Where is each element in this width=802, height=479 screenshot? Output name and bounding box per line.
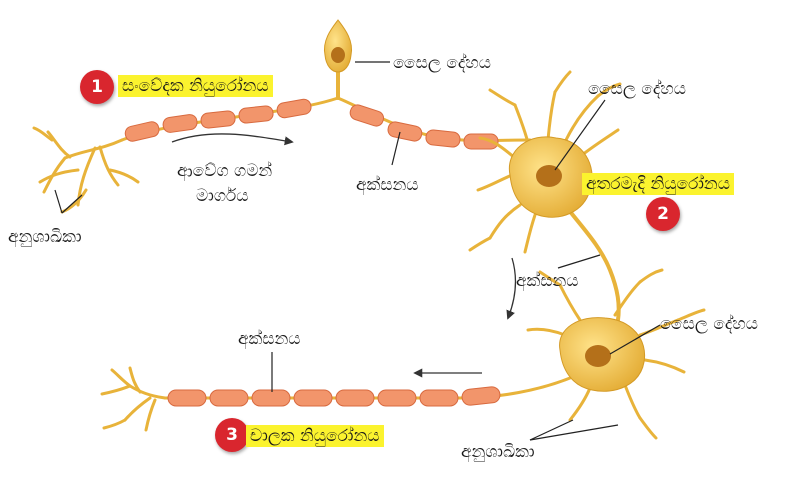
flow-arrow-sensory — [172, 134, 292, 142]
motor-myelin — [168, 386, 501, 406]
cell-body-label-2: සෛල දේහය — [588, 78, 686, 100]
cell-body-label-3: සෛල දේහය — [660, 313, 758, 335]
interneuron-cell-body — [509, 137, 592, 217]
axon-label-2: අක්සනය — [516, 270, 579, 292]
impulse-path-label-line2: මාර්ගය — [196, 185, 248, 207]
motor-neuron-label: චාලක නියුරෝනය — [246, 425, 384, 447]
leader-axon-2 — [558, 255, 600, 268]
leader-dendrites-3b — [530, 425, 618, 440]
leader-dendrites-3a — [530, 420, 573, 440]
sensory-myelin — [124, 98, 498, 149]
sensory-neuron-label: සංවේදක නියුරෝනය — [118, 75, 273, 97]
neuron-number-badge-1: 1 — [80, 70, 114, 104]
neuron-number-badge-2: 2 — [646, 197, 680, 231]
impulse-path-label-line1: ආවේග ගමන් — [177, 160, 272, 182]
dendrites-label-1: අනුශාඛිකා — [8, 226, 82, 248]
motor-axon-terminals — [102, 368, 165, 430]
axon-label-3: අක්සනය — [238, 328, 301, 350]
neuron-number-badge-3: 3 — [215, 418, 249, 452]
motor-cell-body — [560, 318, 645, 392]
axon-label-1: අක්සනය — [356, 174, 419, 196]
sensory-cell-body — [324, 20, 351, 72]
flow-arrow-interneuron — [508, 258, 515, 318]
dendrites-label-3: අනුශාඛිකා — [461, 441, 535, 463]
leader-dendrites-1a — [55, 190, 62, 213]
cell-body-label-1: සෛල දේහය — [393, 52, 491, 74]
interneuron-label: අතරමැදි නියුරෝනය — [582, 173, 734, 195]
